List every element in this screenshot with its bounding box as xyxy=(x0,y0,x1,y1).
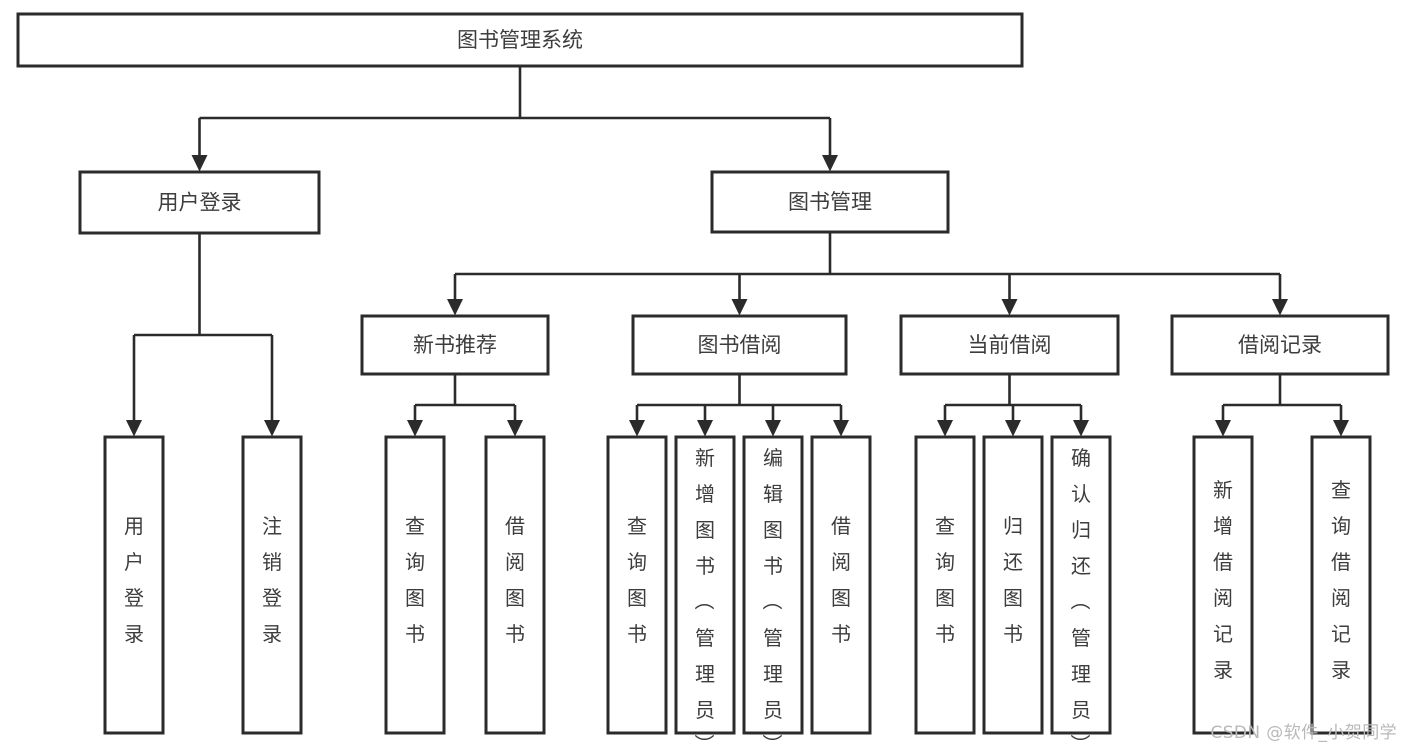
node-label: 用户登录 xyxy=(158,191,242,215)
arrow-head-icon xyxy=(731,299,748,316)
node-label: 注销登录 xyxy=(262,514,282,646)
node-leaf-query-borrow-record[interactable]: 查询借阅记录 xyxy=(1310,435,1372,735)
arrow-head-icon xyxy=(407,420,423,437)
node-leaf-query-book-3[interactable]: 查询图书 xyxy=(914,435,976,735)
node-label: 借阅图书 xyxy=(831,514,851,646)
node-box xyxy=(674,435,736,735)
arrow-head-icon xyxy=(1005,420,1021,437)
node-label: 当前借阅 xyxy=(968,333,1052,357)
arrow-head-icon xyxy=(697,420,713,437)
node-label: 新增图书（管理员） xyxy=(694,446,715,747)
node-box xyxy=(16,12,1024,68)
node-label: 查询图书 xyxy=(935,514,955,646)
arrow-head-icon xyxy=(191,155,208,172)
node-book-manage[interactable]: 图书管理 xyxy=(710,170,950,234)
node-box xyxy=(1192,435,1254,735)
node-box xyxy=(484,435,546,735)
arrow-head-icon xyxy=(507,420,523,437)
arrow-head-icon xyxy=(765,420,781,437)
arrow-head-icon xyxy=(1215,420,1231,437)
arrow-head-icon xyxy=(1272,299,1288,316)
node-label: 确认归还（管理员） xyxy=(1070,446,1091,747)
node-box xyxy=(606,435,668,735)
arrow-head-icon xyxy=(1001,299,1018,316)
node-leaf-add-borrow-record[interactable]: 新增借阅记录 xyxy=(1192,435,1254,735)
node-leaf-query-book-2[interactable]: 查询图书 xyxy=(606,435,668,735)
connector-layer xyxy=(126,66,1349,437)
node-book-borrow[interactable]: 图书借阅 xyxy=(631,314,848,376)
node-label: 借阅记录 xyxy=(1238,333,1322,357)
node-label: 编辑图书（管理员） xyxy=(762,446,783,747)
node-label: 图书管理 xyxy=(788,190,872,214)
node-box xyxy=(742,435,804,735)
node-current-borrow[interactable]: 当前借阅 xyxy=(899,314,1120,376)
node-label: 查询借阅记录 xyxy=(1331,478,1351,682)
node-box xyxy=(1050,435,1112,735)
node-layer: 图书管理系统用户登录图书管理新书推荐图书借阅当前借阅借阅记录用户登录注销登录查询… xyxy=(16,12,1390,747)
node-leaf-logout[interactable]: 注销登录 xyxy=(241,435,303,735)
node-leaf-user-login[interactable]: 用户登录 xyxy=(103,435,165,735)
node-box xyxy=(78,170,321,235)
arrow-head-icon xyxy=(447,299,463,316)
node-leaf-query-book-1[interactable]: 查询图书 xyxy=(384,435,446,735)
node-box xyxy=(914,435,976,735)
arrow-head-icon xyxy=(629,420,645,437)
node-new-book-recommend[interactable]: 新书推荐 xyxy=(360,314,550,376)
node-root[interactable]: 图书管理系统 xyxy=(16,12,1024,68)
node-box xyxy=(810,435,872,735)
node-box xyxy=(710,170,950,234)
node-user-login[interactable]: 用户登录 xyxy=(78,170,321,235)
node-leaf-add-book[interactable]: 新增图书（管理员） xyxy=(674,435,736,747)
node-box xyxy=(103,435,165,735)
node-leaf-borrow-book-2[interactable]: 借阅图书 xyxy=(810,435,872,735)
node-label: 用户登录 xyxy=(124,514,144,646)
node-label: 查询图书 xyxy=(627,514,647,646)
arrow-head-icon xyxy=(1073,420,1089,437)
node-leaf-return-book[interactable]: 归还图书 xyxy=(982,435,1044,735)
node-label: 查询图书 xyxy=(405,514,425,646)
arrow-head-icon xyxy=(1333,420,1349,437)
node-box xyxy=(631,314,848,376)
node-box xyxy=(1170,314,1390,376)
arrow-head-icon xyxy=(833,420,849,437)
node-label: 图书借阅 xyxy=(698,333,782,357)
arrow-head-icon xyxy=(822,155,838,172)
node-box xyxy=(982,435,1044,735)
node-box xyxy=(1310,435,1372,735)
arrow-head-icon xyxy=(126,420,142,437)
node-box xyxy=(360,314,550,376)
node-borrow-record[interactable]: 借阅记录 xyxy=(1170,314,1390,376)
node-label: 图书管理系统 xyxy=(457,28,583,52)
csdn-watermark: CSDN @软件_小贺同学 xyxy=(1210,723,1397,743)
node-leaf-borrow-book-1[interactable]: 借阅图书 xyxy=(484,435,546,735)
node-label: 新书推荐 xyxy=(413,333,497,357)
node-leaf-edit-book[interactable]: 编辑图书（管理员） xyxy=(742,435,804,747)
node-label: 新增借阅记录 xyxy=(1213,478,1233,682)
node-box xyxy=(241,435,303,735)
node-box xyxy=(384,435,446,735)
node-label: 借阅图书 xyxy=(505,514,525,646)
node-leaf-confirm-return[interactable]: 确认归还（管理员） xyxy=(1050,435,1112,747)
node-box xyxy=(899,314,1120,376)
arrow-head-icon xyxy=(937,420,953,437)
arrow-head-icon xyxy=(264,420,280,437)
node-label: 归还图书 xyxy=(1003,514,1023,646)
